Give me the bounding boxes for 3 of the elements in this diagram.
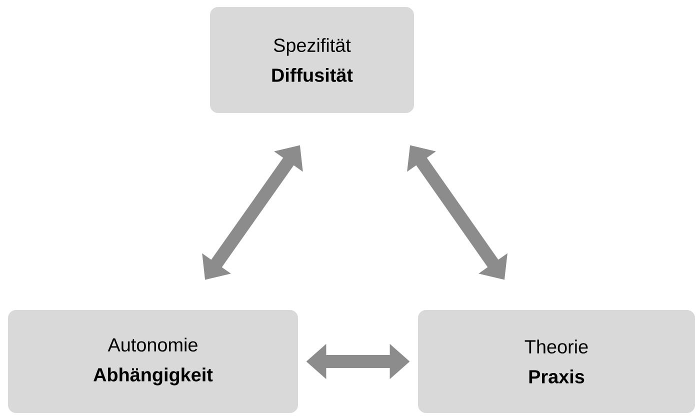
process-box: Theorie Praxis (418, 310, 695, 413)
process-box: Spezifität Diffusität (210, 7, 414, 113)
process-box: Autonomie Abhängigkeit (8, 310, 298, 413)
